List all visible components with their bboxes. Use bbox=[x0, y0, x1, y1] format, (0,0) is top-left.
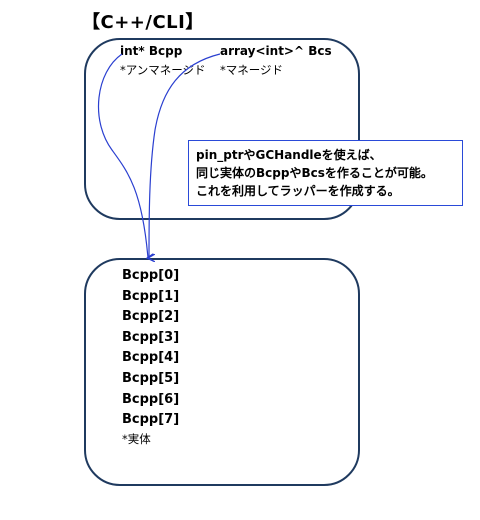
array-element: Bcpp[7] bbox=[122, 412, 180, 428]
array-element: Bcpp[4] bbox=[122, 350, 180, 366]
arrow-from-bcpp bbox=[98, 53, 148, 258]
arrow-from-bcs bbox=[149, 53, 221, 258]
array-element: Bcpp[2] bbox=[122, 309, 180, 325]
note-entity: *実体 bbox=[122, 431, 151, 446]
array-element: Bcpp[6] bbox=[122, 391, 180, 407]
decl-bcpp: int* Bcpp bbox=[120, 44, 183, 58]
note-unmanaged: *アンマネージド bbox=[120, 63, 206, 77]
array-element: Bcpp[1] bbox=[122, 288, 180, 304]
array-element: Bcpp[3] bbox=[122, 329, 180, 345]
callout-line: 同じ実体のBcppやBcsを作ることが可能。 bbox=[196, 166, 433, 180]
callout-line: pin_ptrやGCHandleを使えば、 bbox=[196, 148, 382, 162]
callout-note: pin_ptrやGCHandleを使えば、 同じ実体のBcppやBcsを作ること… bbox=[188, 140, 463, 206]
diagram-title: 【C++/CLI】 bbox=[82, 12, 204, 33]
note-managed: *マネージド bbox=[220, 63, 284, 77]
callout-line: これを利用してラッパーを作成する。 bbox=[196, 184, 400, 198]
entity-box bbox=[84, 258, 360, 486]
array-element: Bcpp[0] bbox=[122, 268, 180, 283]
element-list: Bcpp[0] Bcpp[1] Bcpp[2] Bcpp[3] Bcpp[4] … bbox=[122, 266, 179, 447]
decl-bcs: array<int>^ Bcs bbox=[220, 44, 332, 58]
array-element: Bcpp[5] bbox=[122, 370, 180, 386]
